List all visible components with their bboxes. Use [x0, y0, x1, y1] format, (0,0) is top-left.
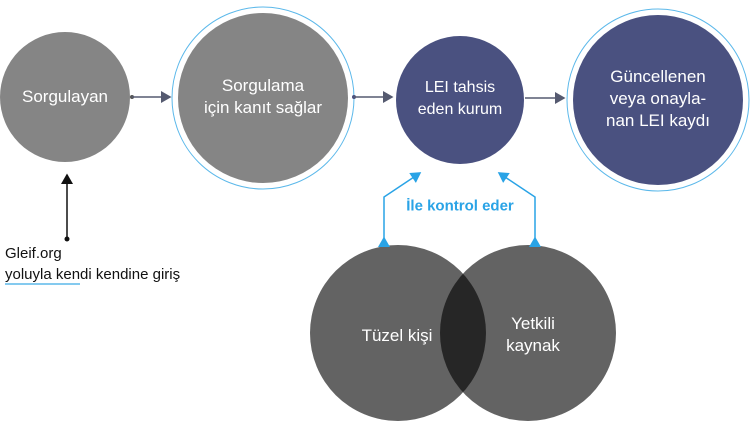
- note-line: Gleif.org: [5, 245, 62, 262]
- control-label: İle kontrol eder: [406, 197, 514, 215]
- evidence-label: Sorgulama için kanıt sağlar: [204, 75, 322, 119]
- self-registration-arrow: [61, 173, 73, 242]
- issuer-label-line: eden kurum: [417, 101, 503, 118]
- issuer-label: LEI tahsis eden kurum: [418, 77, 503, 121]
- requester-node: [0, 32, 130, 162]
- legal-entity-label: Tüzel kişi: [361, 326, 433, 345]
- issuer-node: [396, 36, 524, 164]
- self-registration-note: Gleif.org yoluyla kendi kendine giriş: [5, 243, 180, 285]
- authorized-label-line: kaynak: [506, 336, 560, 355]
- control-arrow-right: [497, 172, 541, 247]
- record-label-line: veya onayla-: [609, 89, 707, 108]
- authorized-source-label: Yetkili kaynak: [506, 313, 560, 357]
- record-node-ring: [566, 8, 750, 192]
- record-label-line: Güncellenen: [610, 67, 706, 86]
- record-label-line: nan LEI kaydı: [606, 111, 710, 130]
- control-arrow-left: [378, 172, 422, 247]
- evidence-node: [178, 13, 348, 183]
- flow-arrow-2: [352, 91, 394, 103]
- requester-label: Sorgulayan: [21, 87, 109, 106]
- record-label: Güncellenen veya onayla-nan LEI kaydı: [606, 66, 710, 132]
- authorized-source-node: [440, 245, 616, 421]
- authorized-label-line: Yetkili: [511, 314, 555, 333]
- legal-entity-node: [310, 245, 486, 421]
- issuer-label-line: LEI tahsis: [424, 79, 496, 96]
- evidence-label-line: için kanıt sağlar: [203, 98, 323, 117]
- record-node: [573, 15, 743, 185]
- note-line: yoluyla kendi kendine giriş: [5, 266, 181, 283]
- evidence-label-line: Sorgulama: [221, 76, 305, 95]
- flow-arrow-1: [130, 91, 172, 103]
